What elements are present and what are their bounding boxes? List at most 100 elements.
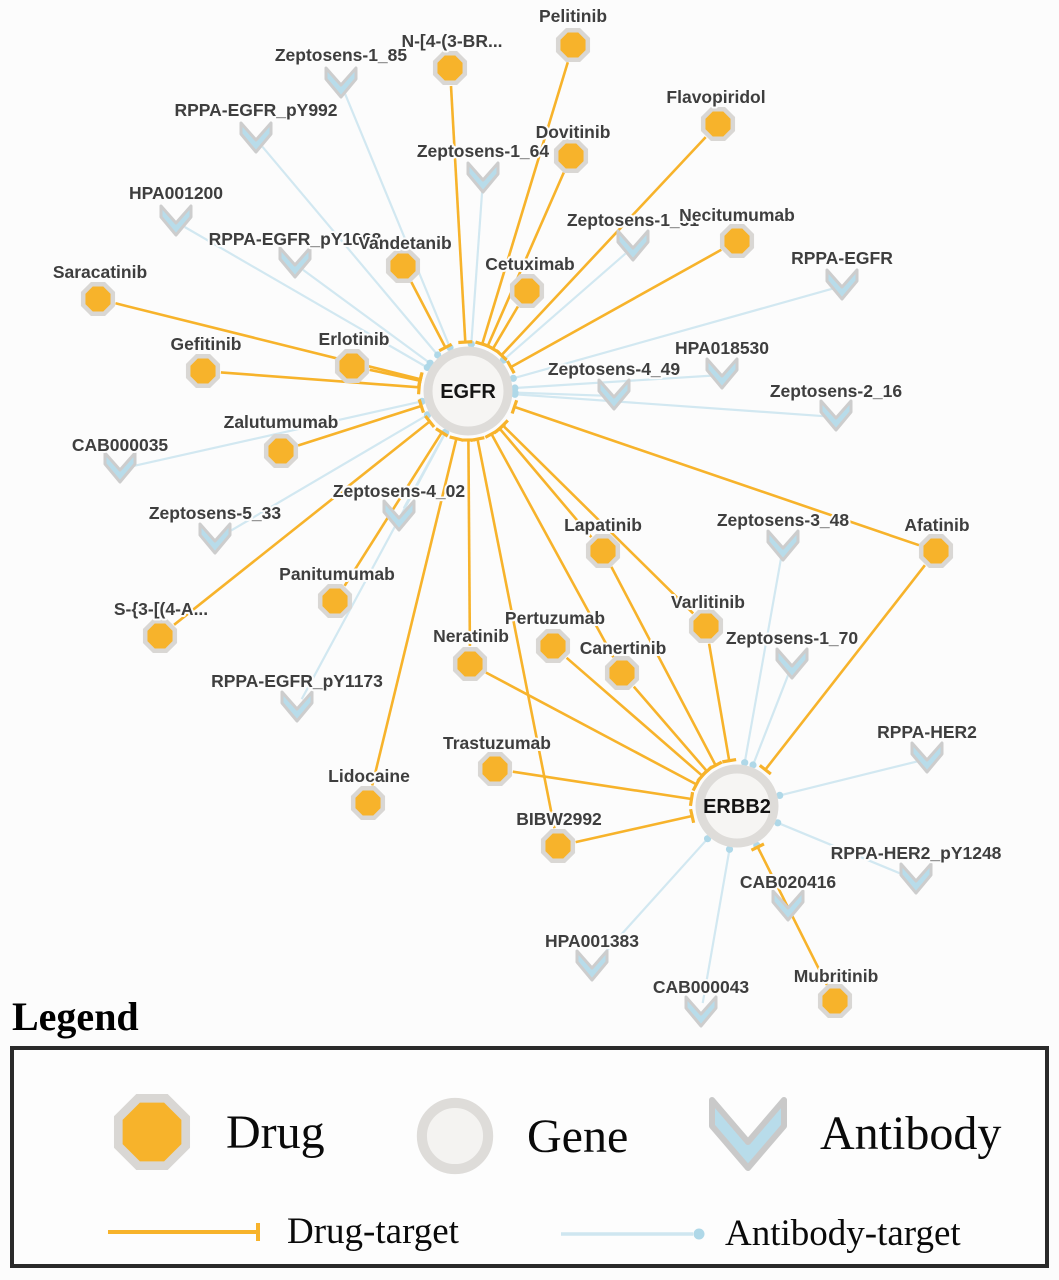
drug-label-dovitinib: Dovitinib bbox=[536, 122, 611, 142]
antibody-label-zeptosens-1-70: Zeptosens-1_70 bbox=[726, 628, 859, 648]
drug-label-mubritinib: Mubritinib bbox=[794, 966, 879, 986]
antibody-node-zeptosens-5-33 bbox=[198, 522, 232, 555]
edge-antibody-target-zeptosens-4-49-egfr bbox=[511, 389, 605, 397]
antibody-node-rppa-her2 bbox=[910, 741, 944, 774]
edge-drug-target-panitumumab-egfr bbox=[343, 427, 449, 587]
drug-label-necitumumab: Necitumumab bbox=[679, 205, 795, 225]
antibody-node-hpa001200 bbox=[159, 204, 193, 237]
edge-antibody-target-zeptosens-1-85-egfr bbox=[343, 92, 454, 352]
edge-drug-target-canertinib-erbb2 bbox=[632, 685, 714, 777]
antibody-label-zeptosens-3-48: Zeptosens-3_48 bbox=[717, 510, 850, 530]
drug-node-erlotinib bbox=[334, 348, 370, 384]
drug-node-s-3-4-a bbox=[142, 618, 178, 654]
edge-drug-target-afatinib-erbb2 bbox=[758, 564, 926, 776]
antibody-label-hpa001200: HPA001200 bbox=[129, 183, 223, 203]
drug-label-lidocaine: Lidocaine bbox=[328, 766, 410, 786]
edge-drug-target-bibw2992-erbb2 bbox=[575, 808, 696, 844]
antibody-node-cab020416 bbox=[771, 889, 805, 922]
edge-antibody-target-zeptosens-1-64-egfr bbox=[467, 188, 484, 348]
antibody-node-zeptosens-1-31 bbox=[616, 229, 650, 262]
antibody-label-zeptosens-5-33: Zeptosens-5_33 bbox=[149, 503, 282, 523]
edge-antibody-target-rppa-egfr-py1068-egfr bbox=[302, 269, 434, 367]
antibody-node-zeptosens-1-85 bbox=[324, 66, 358, 99]
antibody-label-rppa-her2: RPPA-HER2 bbox=[877, 722, 977, 742]
edge-antibody-target-hpa001383-erbb2 bbox=[597, 835, 712, 961]
antibody-node-rppa-egfr-py1068 bbox=[278, 246, 312, 279]
antibody-node-zeptosens-1-70 bbox=[775, 647, 809, 680]
legend-item-gene: Gene bbox=[409, 1090, 628, 1182]
drug-node-saracatinib bbox=[80, 281, 116, 317]
antibody-label-rppa-her2-py1248: RPPA-HER2_pY1248 bbox=[831, 843, 1002, 863]
antibody-node-rppa-egfr bbox=[825, 268, 859, 301]
drug-node-lapatinib bbox=[585, 533, 621, 569]
legend-antibody-label: Antibody bbox=[820, 1106, 1002, 1160]
antibody-node-cab000035 bbox=[103, 451, 137, 484]
antibody-label-hpa001383: HPA001383 bbox=[545, 931, 639, 951]
antibody-node-zeptosens-4-49 bbox=[597, 378, 631, 411]
drug-node-canertinib bbox=[604, 655, 640, 691]
legend-drug-target-label: Drug-target bbox=[287, 1211, 459, 1252]
edge-drug-target-lapatinib-egfr bbox=[493, 422, 593, 539]
antibody-node-zeptosens-3-48 bbox=[766, 529, 800, 562]
antibody-label-rppa-egfr-py1068: RPPA-EGFR_pY1068 bbox=[209, 229, 382, 249]
drug-node-zalutumumab bbox=[263, 433, 299, 469]
drug-label-afatinib: Afatinib bbox=[904, 515, 969, 535]
drug-label-bibw2992: BIBW2992 bbox=[516, 809, 602, 829]
edge-drug-target-lidocaine-egfr bbox=[370, 435, 464, 786]
edge-drug-target-erlotinib-egfr bbox=[369, 368, 424, 388]
drug-label-pertuzumab: Pertuzumab bbox=[505, 608, 605, 628]
drug-label-trastuzumab: Trastuzumab bbox=[443, 733, 551, 753]
edge-drug-target-s-3-4-a-egfr bbox=[173, 415, 436, 626]
legend-drug-label: Drug bbox=[226, 1105, 325, 1159]
drug-label-cetuximab: Cetuximab bbox=[485, 254, 574, 274]
edge-antibody-target-rppa-egfr-py992-egfr bbox=[261, 145, 442, 359]
antibody-label-rppa-egfr: RPPA-EGFR bbox=[791, 248, 893, 268]
drug-label-s-3-4-a: S-{3-[(4-A... bbox=[114, 599, 208, 619]
drug-label-flavopiridol: Flavopiridol bbox=[666, 87, 765, 107]
edges bbox=[115, 61, 926, 1004]
edge-drug-target-saracatinib-egfr bbox=[115, 302, 424, 387]
gene-node-egfr bbox=[423, 346, 513, 436]
edge-drug-target-neratinib-egfr bbox=[461, 438, 476, 647]
drug-label-n-4-3-br: N-[4-(3-BR... bbox=[401, 31, 502, 51]
drug-target-edge-icon bbox=[108, 1222, 260, 1241]
legend-title: Legend bbox=[12, 994, 139, 1039]
antibody-label-zeptosens-2-16: Zeptosens-2_16 bbox=[770, 381, 903, 401]
edge-drug-target-afatinib-egfr bbox=[510, 399, 920, 547]
antibody-label-zeptosens-1-64: Zeptosens-1_64 bbox=[417, 141, 550, 161]
antibody-label-cab020416: CAB020416 bbox=[740, 872, 837, 892]
antibody-label-rppa-egfr-py992: RPPA-EGFR_pY992 bbox=[174, 100, 337, 120]
drug-label-varlitinib: Varlitinib bbox=[671, 592, 745, 612]
edge-drug-target-zalutumumab-egfr bbox=[297, 398, 425, 447]
antibody-nodes bbox=[103, 66, 944, 1028]
antibody-node-rppa-egfr-py992 bbox=[239, 121, 273, 154]
edge-antibody-target-zeptosens-1-70-erbb2 bbox=[749, 673, 790, 769]
edge-antibody-target-zeptosens-1-31-egfr bbox=[499, 252, 627, 364]
edge-drug-target-neratinib-erbb2 bbox=[485, 671, 702, 792]
edge-antibody-target-rppa-egfr-egfr bbox=[509, 287, 833, 382]
drug-label-pelitinib: Pelitinib bbox=[539, 6, 607, 26]
antibody-label-hpa018530: HPA018530 bbox=[675, 338, 769, 358]
legend-item-drug-target: Drug-target bbox=[106, 1210, 459, 1253]
antibody-node-hpa018530 bbox=[705, 357, 739, 390]
edge-drug-target-lapatinib-erbb2 bbox=[610, 566, 723, 770]
drug-node-n-4-3-br bbox=[432, 50, 468, 86]
edge-drug-target-canertinib-egfr bbox=[484, 429, 615, 658]
antibody-label-rppa-egfr-py1173: RPPA-EGFR_pY1173 bbox=[211, 671, 383, 691]
drug-node-afatinib bbox=[918, 533, 954, 569]
gene-nodes bbox=[423, 346, 779, 848]
edge-drug-target-gefitinib-egfr bbox=[220, 371, 422, 395]
edge-antibody-target-cab000043-erbb2 bbox=[701, 845, 734, 1004]
edge-drug-target-flavopiridol-egfr bbox=[495, 136, 707, 362]
gene-node-erbb2 bbox=[695, 764, 779, 848]
edge-antibody-target-zeptosens-3-48-erbb2 bbox=[741, 556, 783, 767]
edge-antibody-target-hpa018530-egfr bbox=[511, 374, 713, 392]
edge-antibody-target-zeptosens-5-33-egfr bbox=[223, 411, 432, 536]
edge-drug-target-varlitinib-egfr bbox=[496, 419, 695, 615]
antibody-label-zeptosens-4-49: Zeptosens-4_49 bbox=[548, 359, 681, 379]
drug-label-saracatinib: Saracatinib bbox=[53, 262, 147, 282]
antibody-target-edge-icon bbox=[561, 1228, 705, 1239]
legend-item-drug: Drug bbox=[104, 1084, 325, 1180]
drug-label-erlotinib: Erlotinib bbox=[319, 329, 390, 349]
